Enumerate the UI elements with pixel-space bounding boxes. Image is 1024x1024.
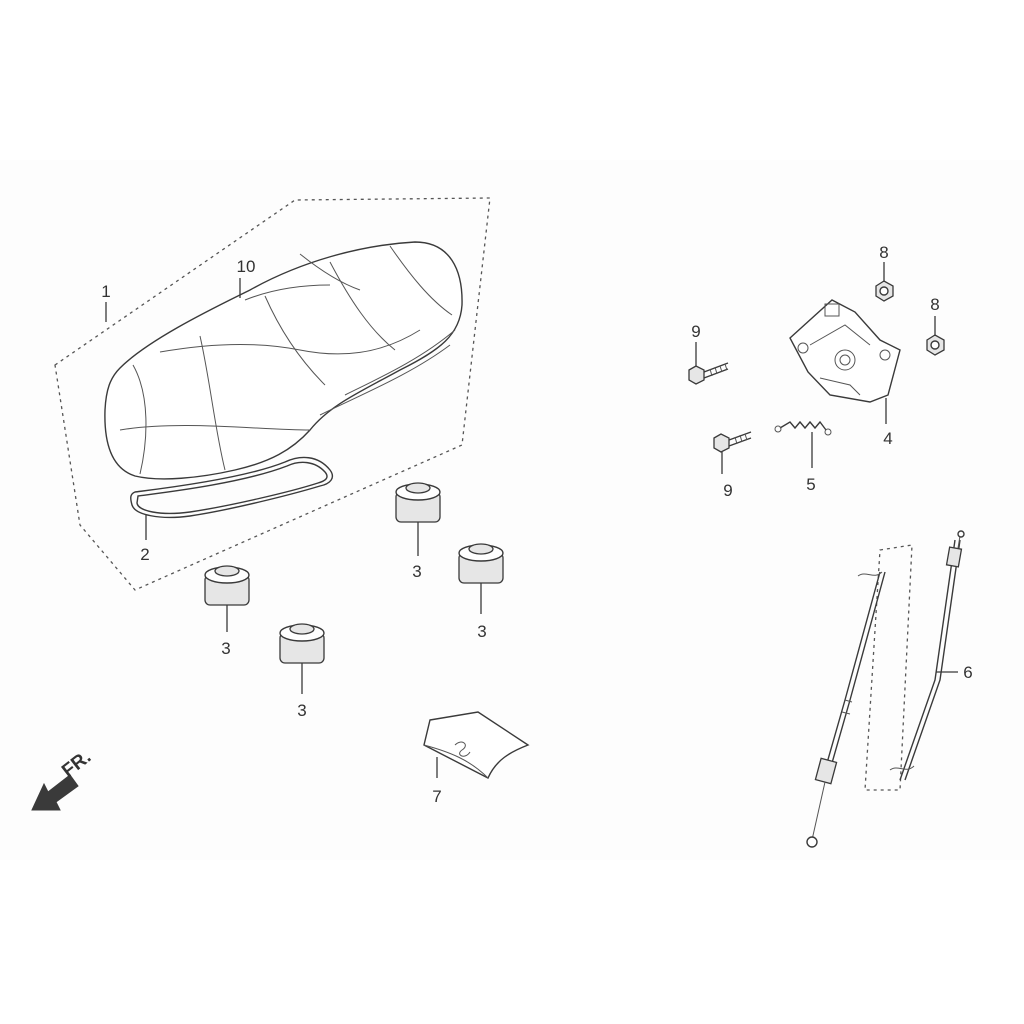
callout-3: 3: [221, 639, 230, 658]
callout-9: 9: [723, 481, 732, 500]
spring-part: [774, 420, 832, 436]
callout-7: 7: [432, 787, 441, 806]
seat-assembly-boundary: [54, 197, 491, 591]
nut-part: [926, 334, 945, 356]
callout-4: 4: [883, 429, 892, 448]
rubber-buffer-part: [204, 565, 250, 606]
seat-cable-part: [806, 530, 965, 848]
front-direction-arrow-icon: [31, 774, 79, 811]
callout-3: 3: [297, 701, 306, 720]
callout-10: 10: [237, 257, 256, 276]
callout-2: 2: [140, 545, 149, 564]
seat-lock-bracket-part: [789, 299, 901, 403]
rubber-buffer-part: [279, 623, 325, 664]
callout-9: 9: [691, 322, 700, 341]
rubber-buffer-part: [395, 482, 441, 523]
callout-1: 1: [101, 282, 110, 301]
callout-8: 8: [879, 243, 888, 262]
bolt-part: [713, 431, 752, 453]
rubber-buffer-part: [458, 543, 504, 584]
callout-8: 8: [930, 295, 939, 314]
seat-seal-part: [130, 456, 334, 519]
callout-3: 3: [477, 622, 486, 641]
document-part: [423, 711, 530, 779]
nut-part: [875, 280, 894, 302]
callout-3: 3: [412, 562, 421, 581]
seat-part: [104, 241, 463, 480]
bolt-part: [688, 362, 729, 385]
diagram-panel: [0, 160, 1024, 860]
callout-5: 5: [806, 475, 815, 494]
callout-6: 6: [963, 663, 972, 682]
